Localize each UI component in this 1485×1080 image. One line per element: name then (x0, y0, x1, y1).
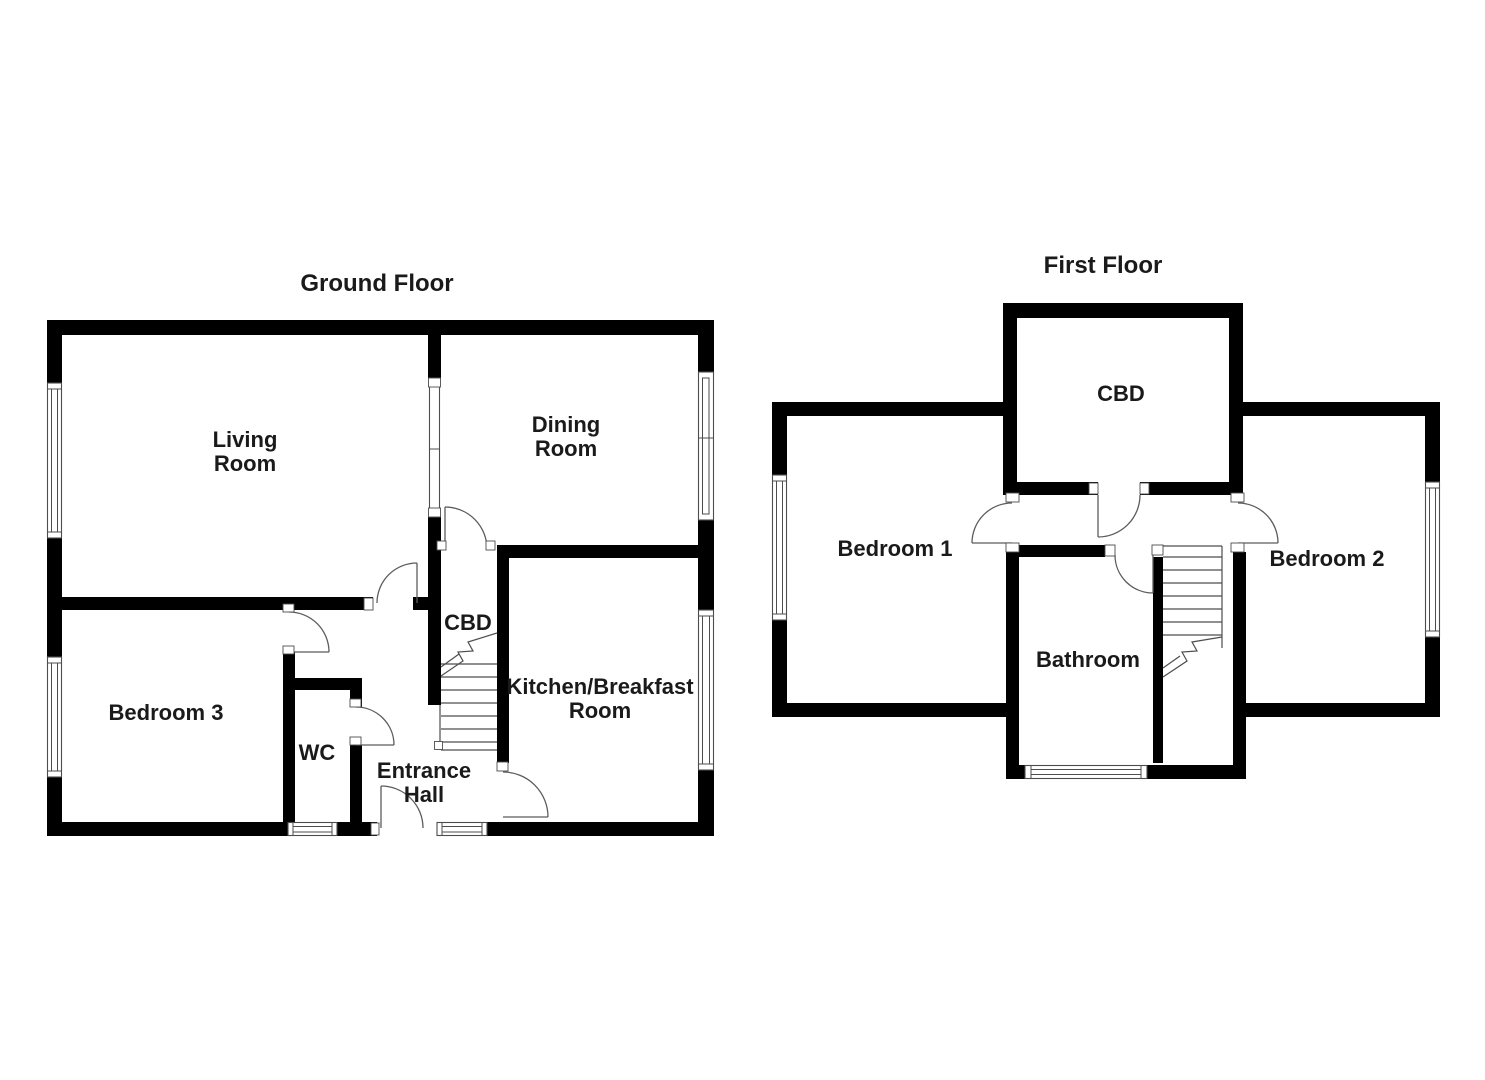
room-label-living-room-2: Room (214, 451, 276, 476)
ground-floor-plan: Ground Floor (46, 270, 715, 837)
room-label-entrance-hall-1: Entrance (377, 758, 471, 783)
stair-break-line (1162, 636, 1223, 678)
room-label-kitchen-1: Kitchen/Breakfast (506, 674, 694, 699)
ground-floor-staircase (434, 632, 498, 751)
room-label-entrance-hall-2: Hall (404, 782, 444, 807)
room-label-bathroom: Bathroom (1036, 647, 1140, 672)
window (287, 821, 338, 837)
first-floor-windows (771, 474, 1441, 780)
door-swing-bedroom3 (288, 611, 330, 653)
room-label-kitchen-2: Room (569, 698, 631, 723)
first-floor-door-jambs (1005, 482, 1245, 557)
first-floor-plan: First Floor (771, 252, 1441, 780)
room-label-wc: WC (299, 740, 336, 765)
door-swing-front-entrance (380, 785, 424, 829)
room-label-bedroom1: Bedroom 1 (838, 536, 953, 561)
window (697, 609, 715, 771)
door-swing-bedroom1 (971, 502, 1013, 544)
room-label-bedroom2: Bedroom 2 (1270, 546, 1385, 571)
ground-floor-walls (47, 320, 714, 836)
door-swing-cbd (1097, 494, 1141, 538)
first-floor-title: First Floor (1044, 252, 1163, 279)
window (697, 371, 715, 521)
room-label-cbd-ground: CBD (444, 610, 492, 635)
window (436, 821, 488, 837)
ground-floor-door-jambs (282, 540, 509, 836)
window (771, 474, 788, 621)
window (46, 656, 63, 778)
ground-floor-windows (46, 371, 715, 837)
first-floor-room-labels: CBD Bedroom 1 Bedroom 2 Bathroom (838, 381, 1385, 672)
room-label-living-room-1: Living (213, 427, 278, 452)
door-swing-living-room (376, 562, 418, 604)
window (46, 382, 63, 539)
internal-partition (428, 377, 441, 518)
door-swing-kitchen (502, 771, 549, 818)
room-label-dining-room-2: Room (535, 436, 597, 461)
room-label-cbd-first: CBD (1097, 381, 1145, 406)
door-swing-wc (355, 706, 395, 746)
window (1424, 481, 1441, 638)
first-floor-doors (971, 494, 1279, 594)
ground-floor-title: Ground Floor (300, 270, 453, 297)
window (1024, 764, 1148, 780)
room-label-bedroom3: Bedroom 3 (109, 700, 224, 725)
door-swing-bathroom (1114, 554, 1154, 594)
ground-floor-room-labels: Living Room Dining Room Bedroom 3 WC CBD… (109, 412, 695, 807)
room-label-dining-room-1: Dining (532, 412, 600, 437)
first-floor-staircase (1162, 545, 1223, 678)
first-floor-walls (772, 303, 1440, 779)
door-swing-dining-room (444, 506, 488, 550)
door-swing-bedroom2 (1237, 502, 1279, 544)
stair-break-line (440, 632, 498, 677)
